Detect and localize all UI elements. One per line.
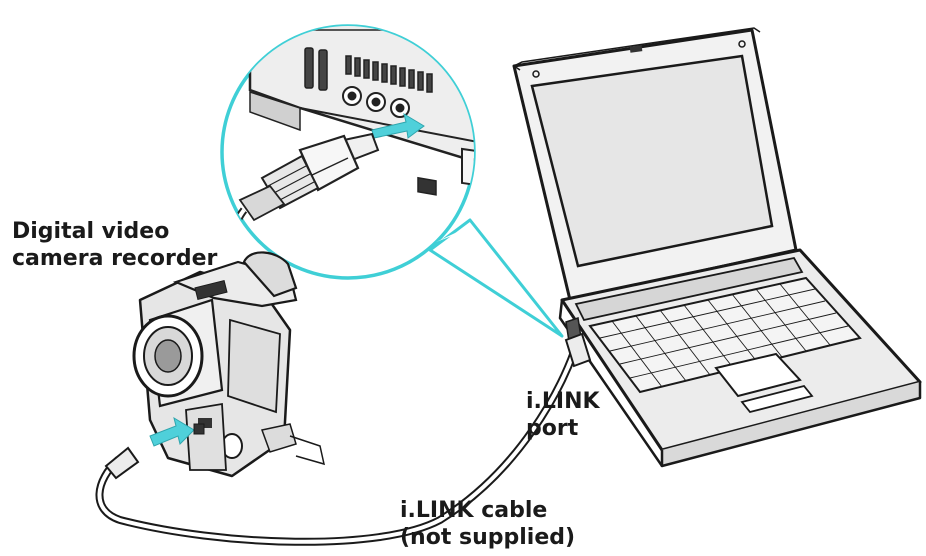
ilink-cable	[95, 332, 592, 546]
vent-slots	[304, 47, 433, 93]
ilink-port-socket	[417, 176, 437, 196]
audio-jacks	[342, 86, 410, 118]
video-camera-illustration	[132, 251, 326, 478]
laptop-keyboard	[588, 276, 862, 394]
insertion-arrow-closeup	[371, 112, 425, 139]
laptop-illustration	[512, 27, 922, 468]
camera-label-line2: camera recorder	[12, 246, 218, 271]
ilink-port-label-line1: i.LINK	[526, 389, 600, 414]
camera-ilink-port	[193, 423, 205, 435]
cable-plug-camera-end	[104, 446, 140, 480]
insertion-arrow-camera	[149, 416, 195, 447]
ilink-cable-label: i.LINK cable (not supplied)	[400, 497, 575, 551]
ilink-port-label-line2: port	[526, 416, 579, 441]
camera-label: Digital video camera recorder	[12, 218, 217, 272]
laptop-touchpad	[714, 352, 802, 398]
laptop-screen	[530, 54, 774, 268]
ilink-cable-label-line1: i.LINK cable	[400, 498, 548, 523]
ilink-port-label: i.LINK port	[526, 388, 600, 442]
cable-plug-laptop-end	[564, 332, 592, 368]
camera-viewfinder	[242, 251, 298, 298]
camera-label-line1: Digital video	[12, 219, 170, 244]
port-closeup-callout	[220, 24, 564, 338]
ilink-cable-label-line2: (not supplied)	[400, 525, 576, 550]
callout-tail	[428, 218, 564, 338]
